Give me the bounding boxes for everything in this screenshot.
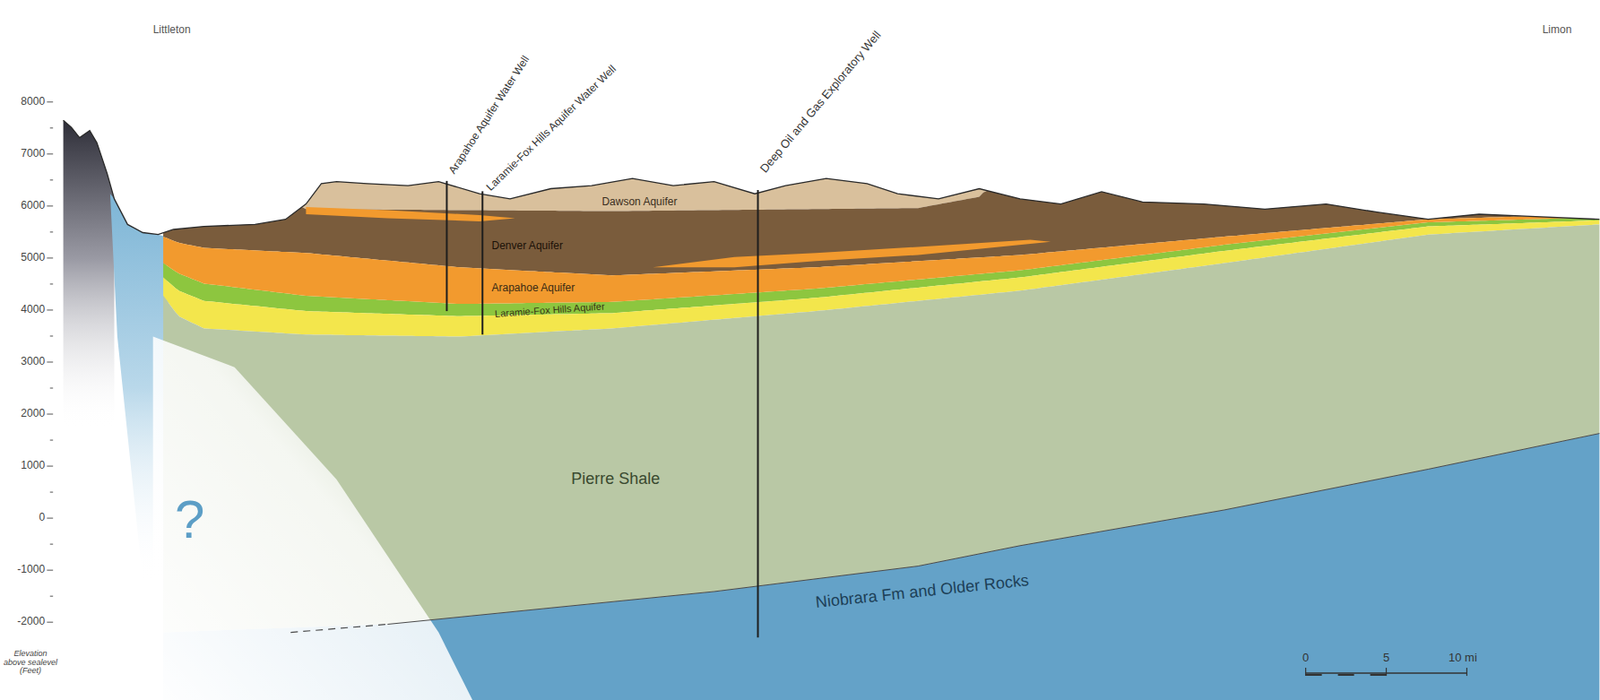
axis-tick [50,335,53,337]
unknown-fade [153,337,480,700]
axis-value: -2000 [17,616,45,629]
axis-value: 2000 [20,407,45,420]
unknown-mark: ? [174,490,205,550]
axis-tick [46,466,53,468]
axis-tick [50,388,53,390]
axis-tick [46,414,53,416]
scale-bar [1305,674,1387,676]
scale-value: 10 mi [1448,651,1478,665]
axis-value: 6000 [20,199,45,212]
axis-value: 8000 [20,95,45,108]
axis-value: 1000 [20,459,45,472]
axis-title: Elevation above sealevel (Feet) [2,649,59,677]
axis-tick [50,179,53,181]
mountain-front [63,120,115,429]
sand-lens [305,207,515,222]
scale-value: 5 [1383,651,1390,665]
scale-tick [1466,667,1468,676]
sand-lens [652,239,1051,268]
axis-tick [46,622,53,623]
axis-value: 0 [38,512,45,525]
axis-tick [50,440,53,442]
axis-tick [50,596,53,597]
well-line [757,190,760,638]
scale-tick [1305,667,1306,676]
axis-tick [50,231,53,233]
axis-tick [46,570,53,571]
place-name: Littleton [153,25,191,37]
layer-label: Arapahoe Aquifer [492,282,576,295]
axis-tick [50,283,53,285]
scale-tick [1385,667,1387,676]
axis-tick [46,309,53,311]
axis-tick [46,361,53,363]
axis-value: -1000 [17,564,45,577]
inferred-contact [290,624,388,633]
well-line [445,181,448,312]
niobrara-contact [387,433,1600,625]
axis-tick [46,153,53,155]
axis-tick [50,544,53,545]
axis-value: 4000 [20,303,45,316]
well-label: Deep Oil and Gas Exploratory Well [758,28,884,175]
layer-label: Denver Aquifer [492,240,563,252]
axis-tick [46,518,53,519]
axis-tick [46,101,53,103]
axis-tick [46,257,53,259]
axis-value: 5000 [20,251,45,264]
scale-value: 0 [1302,651,1309,665]
rock-layer: Dawson Aquifer [301,178,989,213]
place-name: Limon [1542,25,1573,37]
axis-tick [46,205,53,207]
ground-surface [63,120,1600,234]
axis-tick [50,127,53,129]
layer-fill [302,178,988,212]
well-line [481,190,484,335]
axis-value: 7000 [20,147,45,160]
layer-label: Dawson Aquifer [601,196,677,208]
layer-label: Pierre Shale [570,470,660,489]
axis-tick [50,492,53,493]
axis-value: 3000 [20,355,45,368]
